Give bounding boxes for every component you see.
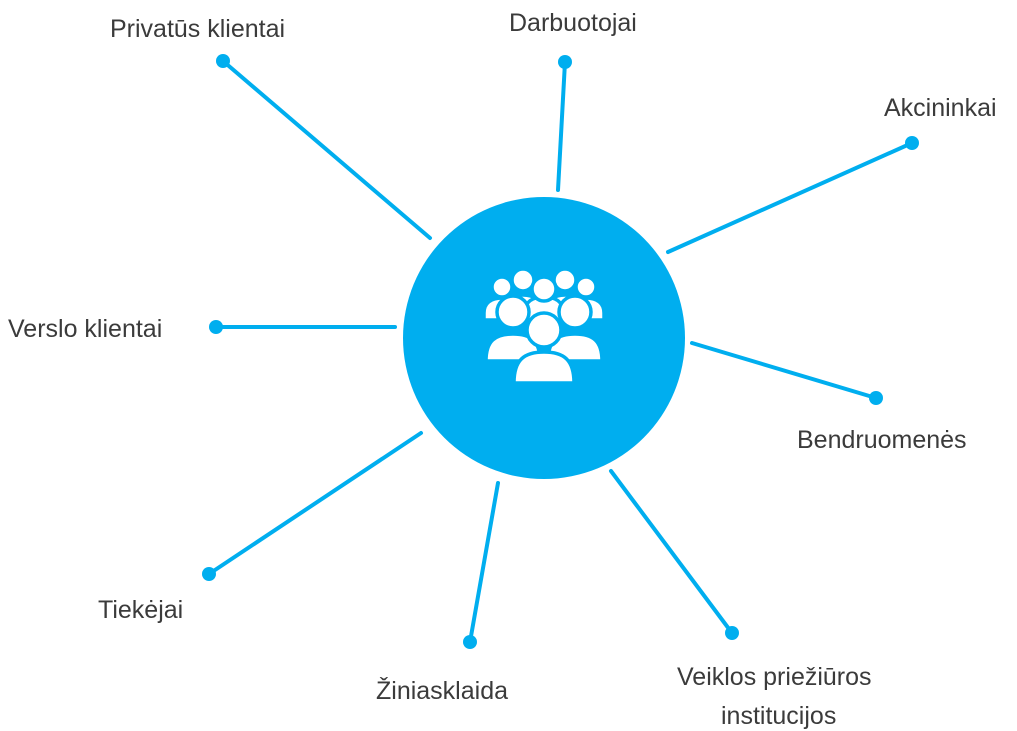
endpoint-akcininkai	[905, 136, 919, 150]
labels: Privatūs klientai Darbuotojai Akcininkai…	[8, 9, 997, 730]
endpoint-ziniasklaida	[463, 635, 477, 649]
endpoint-darbuotojai	[558, 55, 572, 69]
label-privatus-klientai: Privatūs klientai	[110, 15, 285, 43]
endpoints	[202, 54, 919, 649]
spoke-tiekejai	[207, 431, 423, 576]
endpoint-tiekejai	[202, 567, 216, 581]
endpoint-veiklos-prieziuros	[725, 626, 739, 640]
label-veiklos-line2: institucijos	[721, 702, 836, 730]
person-front	[512, 311, 576, 385]
label-bendruomenes: Bendruomenės	[797, 426, 967, 454]
spoke-akcininkai	[666, 141, 914, 254]
label-veiklos-line1: Veiklos priežiūros	[677, 663, 872, 691]
label-tiekejai: Tiekėjai	[98, 596, 183, 624]
label-verslo-klientai: Verslo klientai	[8, 315, 162, 343]
spoke-bendruomenes	[690, 341, 878, 400]
endpoint-bendruomenes	[869, 391, 883, 405]
label-ziniasklaida: Žiniasklaida	[376, 676, 508, 705]
spoke-veiklos-prieziuros	[609, 469, 734, 635]
spoke-darbuotojai	[556, 60, 567, 192]
label-akcininkai: Akcininkai	[884, 94, 997, 122]
endpoint-privatus-klientai	[216, 54, 230, 68]
label-darbuotojai: Darbuotojai	[509, 9, 637, 37]
people-group-icon	[482, 267, 606, 385]
spoke-privatus-klientai	[221, 59, 432, 240]
endpoint-verslo-klientai	[209, 320, 223, 334]
spokes	[207, 59, 914, 644]
spoke-ziniasklaida	[468, 481, 500, 644]
